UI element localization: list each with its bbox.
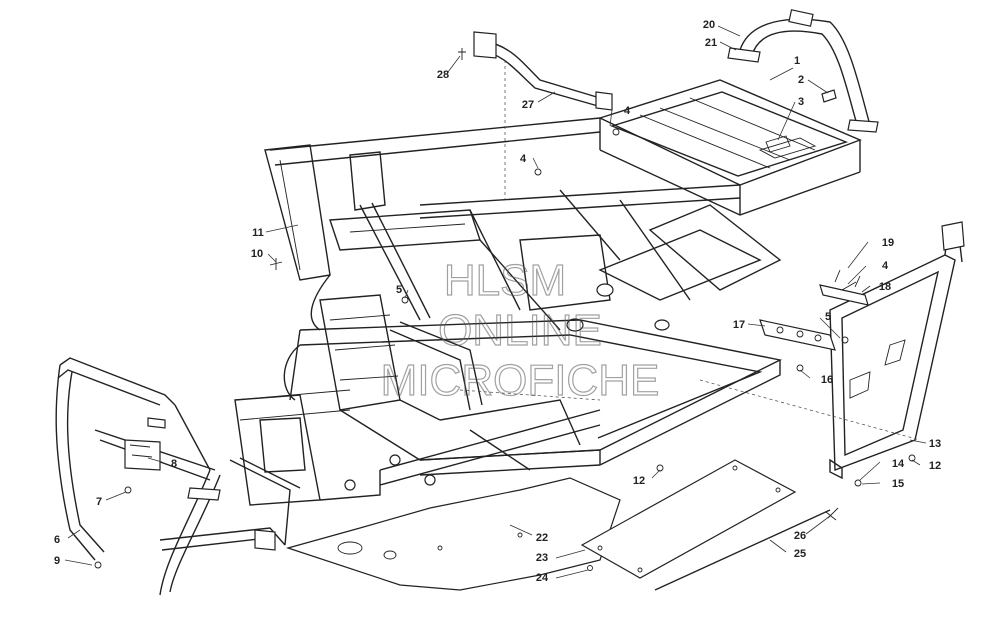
callout-25: 25 <box>794 548 806 560</box>
brackets <box>759 269 869 351</box>
callout-8: 8 <box>171 458 177 470</box>
callout-20: 20 <box>703 19 715 31</box>
callout-4-mid: 4 <box>520 153 527 165</box>
watermark: HLSM ONLINE MICROFICHE <box>380 255 660 405</box>
assembly-lines <box>459 60 921 441</box>
callout-7: 7 <box>96 496 102 508</box>
callout-10: 10 <box>251 248 263 260</box>
callout-4-right: 4 <box>882 260 889 272</box>
callout-11: 11 <box>252 227 264 239</box>
callout-3: 3 <box>798 96 804 108</box>
leader-lines <box>64 25 927 579</box>
callout-26: 26 <box>794 530 806 542</box>
callout-12-right: 12 <box>929 460 941 472</box>
callout-labels: 1 2 3 4 4 4 5 5 6 7 8 9 10 11 12 12 13 1… <box>54 19 941 584</box>
callout-17: 17 <box>733 319 745 331</box>
callout-13: 13 <box>929 438 941 450</box>
callout-5-left: 5 <box>396 284 402 296</box>
skid-plates <box>285 459 831 591</box>
callout-16: 16 <box>821 374 833 386</box>
front-bracket-arm <box>159 457 301 551</box>
callout-15: 15 <box>892 478 904 490</box>
callout-5-right: 5 <box>825 311 831 323</box>
callout-22: 22 <box>536 532 548 544</box>
side-panel-frame <box>829 221 965 480</box>
front-bumper <box>55 357 221 596</box>
watermark-line-1: HLSM <box>444 256 566 305</box>
callout-21: 21 <box>705 37 717 49</box>
watermark-line-3: MICROFICHE <box>381 356 660 405</box>
callout-18: 18 <box>879 281 891 293</box>
main-frame <box>234 79 862 506</box>
callout-27: 27 <box>522 99 534 111</box>
watermark-line-2: ONLINE <box>438 306 602 355</box>
fasteners <box>94 48 916 571</box>
callout-19: 19 <box>882 237 894 249</box>
upper-cross-bar <box>473 31 613 111</box>
rear-roll-bar <box>727 9 879 133</box>
callout-14: 14 <box>892 458 905 470</box>
callout-28: 28 <box>437 69 449 81</box>
callout-6: 6 <box>54 534 60 546</box>
callout-1: 1 <box>794 55 800 67</box>
callout-9: 9 <box>54 555 60 567</box>
callout-24: 24 <box>536 572 549 584</box>
callout-12-center: 12 <box>633 475 645 487</box>
callout-2: 2 <box>798 74 804 86</box>
callout-23: 23 <box>536 552 548 564</box>
callout-4-upper: 4 <box>624 105 631 117</box>
